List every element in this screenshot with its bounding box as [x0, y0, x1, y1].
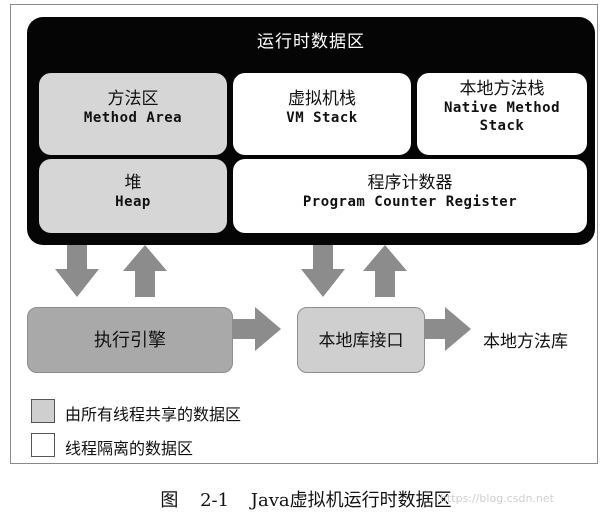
interface-up-arrow — [363, 245, 407, 297]
native-library-label: 本地方法库 — [483, 332, 568, 352]
pc-label-zh: 程序计数器 — [367, 173, 453, 193]
legend-private-label: 线程隔离的数据区 — [65, 439, 194, 458]
caption-title: Java虚拟机运行时数据区 — [250, 490, 452, 511]
pc-label-en: Program Counter Register — [302, 194, 518, 210]
watermark: https://blog.csdn.net — [440, 492, 554, 505]
native-interface-box: 本地库接口 — [297, 307, 425, 373]
program-counter-box: 程序计数器 Program Counter Register — [233, 159, 587, 233]
legend-private-swatch — [31, 433, 55, 457]
engine-to-interface-arrow — [227, 307, 281, 351]
native-stack-label-zh: 本地方法栈 — [459, 79, 545, 99]
diagram-frame: 运行时数据区 方法区 Method Area 虚拟机栈 VM Stack 本地方… — [10, 4, 598, 464]
runtime-data-area-title: 运行时数据区 — [257, 32, 365, 52]
legend-shared-label: 由所有线程共享的数据区 — [65, 405, 242, 424]
engine-up-arrow — [123, 245, 167, 297]
caption-number: 2-1 — [200, 490, 230, 511]
interface-down-arrow — [301, 245, 345, 297]
method-area-box: 方法区 Method Area — [39, 73, 227, 155]
figure-caption: 图 2-1 Java虚拟机运行时数据区 — [0, 486, 612, 512]
interface-to-library-arrow — [419, 307, 471, 351]
heap-label-en: Heap — [115, 194, 151, 210]
method-area-label-en: Method Area — [83, 110, 183, 126]
execution-engine-box: 执行引擎 — [27, 307, 233, 373]
method-area-label-zh: 方法区 — [107, 89, 159, 109]
native-method-stack-box: 本地方法栈 Native Method Stack — [417, 73, 587, 155]
runtime-data-area: 运行时数据区 方法区 Method Area 虚拟机栈 VM Stack 本地方… — [27, 17, 595, 245]
flow-arrows — [55, 245, 471, 351]
vm-stack-label-zh: 虚拟机栈 — [288, 89, 356, 109]
engine-down-arrow — [55, 245, 99, 297]
vm-stack-label-en: VM Stack — [286, 110, 358, 126]
native-stack-label-en-1: Native Method — [443, 100, 561, 116]
heap-box: 堆 Heap — [39, 159, 227, 233]
legend-shared-swatch — [31, 399, 55, 423]
caption-figure: 图 — [160, 490, 179, 511]
native-stack-label-en-2: Stack — [479, 118, 525, 134]
vm-stack-box: 虚拟机栈 VM Stack — [233, 73, 411, 155]
heap-label-zh: 堆 — [124, 173, 142, 193]
